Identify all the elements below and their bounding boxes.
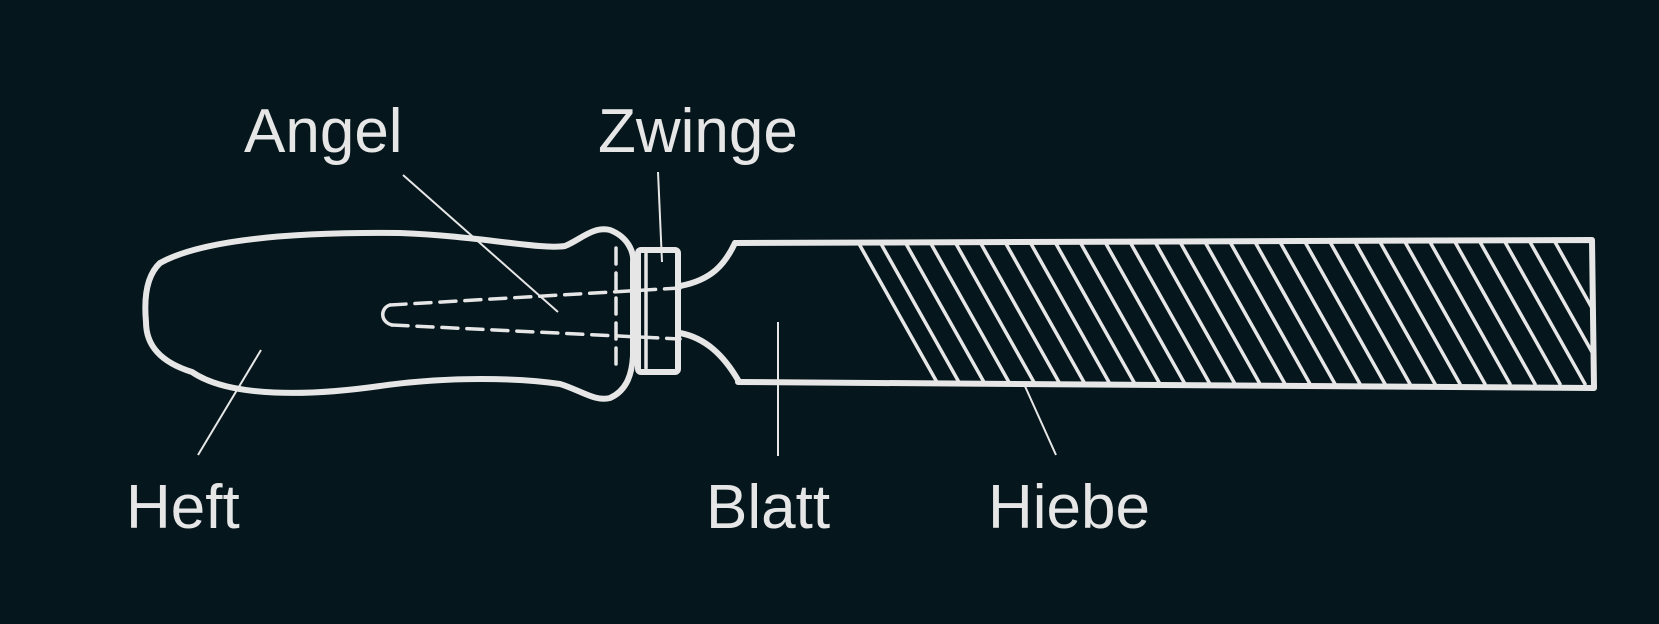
tang-dashed-upper [388, 286, 682, 307]
ferrule [635, 247, 681, 375]
label-heft: Heft [126, 473, 240, 542]
leader-angel [402, 174, 559, 313]
leader-zwinge [657, 171, 663, 263]
label-blatt: Blatt [706, 473, 830, 542]
tang-dashed-tip [381, 303, 394, 327]
label-hiebe: Hiebe [988, 473, 1150, 542]
handle-outline [142, 226, 637, 402]
label-zwinge: Zwinge [598, 97, 798, 166]
tang-dashed-lower [390, 323, 682, 341]
label-angel: Angel [244, 97, 403, 166]
blade-neck-lower [677, 330, 741, 383]
leader-hiebe [1023, 383, 1057, 456]
blade-outline [732, 237, 1597, 391]
cut-teeth-hatching [878, 240, 1594, 386]
hatch-boundary [856, 240, 940, 386]
blade-neck-upper [677, 240, 738, 289]
leader-heft [197, 349, 262, 456]
